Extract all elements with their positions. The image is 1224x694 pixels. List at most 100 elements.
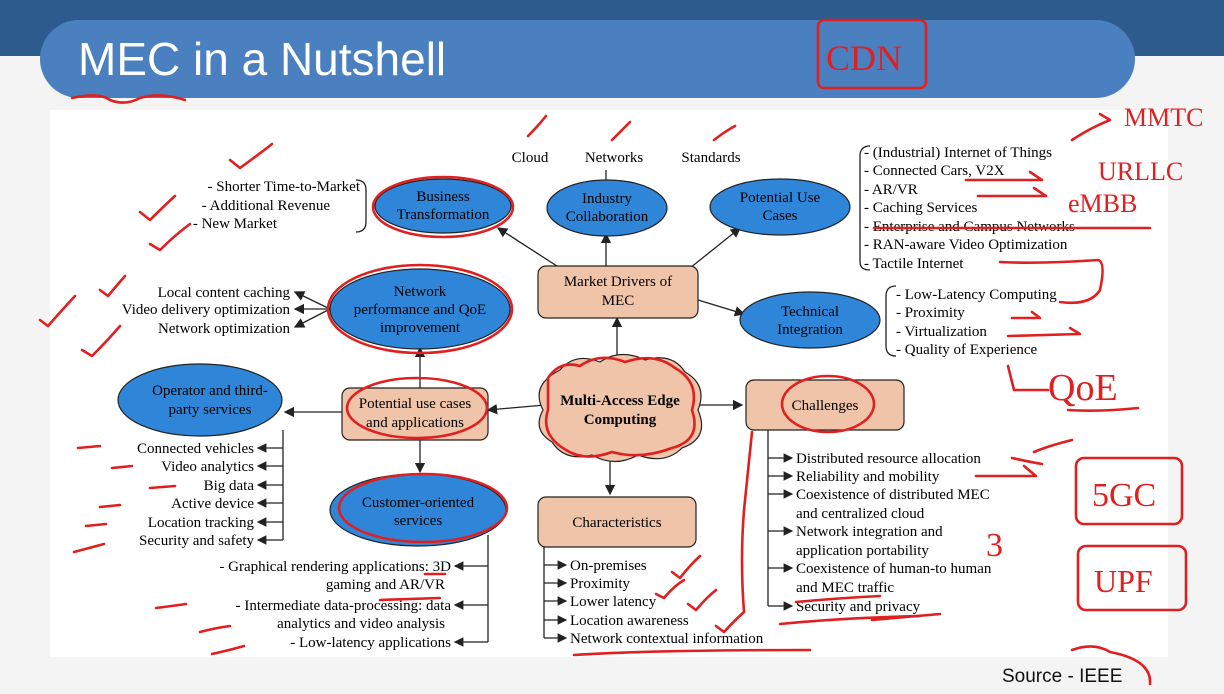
svg-text:Cases: Cases [763,208,798,224]
annotation-upf: UPF [1094,563,1153,599]
characteristics-items: On-premises Proximity Lower latency Loca… [570,558,764,647]
svg-text:MEC: MEC [602,293,635,309]
node-characteristics: Characteristics [537,496,697,548]
svg-text:Computing: Computing [584,412,657,428]
customer-item: - Intermediate data-processing: data [236,598,452,614]
characteristics-item: Location awareness [570,613,689,629]
node-customer-services: Customer-oriented services [329,473,507,547]
operator-items: Connected vehicles Video analytics Big d… [137,441,255,549]
challenge-item: Reliability and mobility [796,469,940,485]
svg-text:Characteristics: Characteristics [572,515,661,531]
svg-text:Transformation: Transformation [397,207,490,223]
svg-text:performance and QoE: performance and QoE [354,302,486,318]
svg-text:improvement: improvement [380,320,461,336]
svg-text:Network: Network [394,284,447,300]
tech-items: - Low-Latency Computing - Proximity - Vi… [896,287,1057,358]
collab-item: Networks [585,150,643,166]
node-mec-center: Multi-Access Edge Computing [538,353,703,463]
annotation-embb: eMBB [1068,189,1137,218]
challenge-item: Security and privacy [796,599,921,615]
business-item: - New Market [193,216,278,232]
challenge-items: Distributed resource allocation Reliabil… [796,451,992,615]
svg-text:Integration: Integration [777,322,843,338]
annotation-5gc: 5GC [1092,477,1156,514]
characteristics-item: Proximity [570,576,631,592]
use-case-item: - Caching Services [864,200,977,216]
svg-text:Business: Business [416,189,470,205]
business-item: - Shorter Time-to-Market [208,179,361,195]
tech-item: - Virtualization [896,324,987,340]
svg-text:Challenges: Challenges [792,398,859,414]
node-potential-use-cases: Potential Use Cases [709,178,851,236]
annotation-three: 3 [986,527,1003,564]
node-network-performance: Network performance and QoE improvement [329,268,511,350]
svg-text:Potential use cases: Potential use cases [359,396,472,412]
operator-item: Video analytics [161,459,254,475]
operator-item: Connected vehicles [137,441,254,457]
operator-item: Location tracking [148,515,255,531]
tech-item: - Proximity [896,305,965,321]
annotation-mmtc: MMTC [1124,103,1203,132]
customer-items: - Graphical rendering applications: 3D g… [219,559,451,651]
challenge-item: Coexistence of human-to human [796,561,992,577]
characteristics-item: Lower latency [570,594,657,610]
customer-item: - Graphical rendering applications: 3D [219,559,451,575]
use-case-item: - (Industrial) Internet of Things [864,145,1052,161]
svg-text:services: services [394,513,442,529]
red-annotations [38,18,1188,686]
challenge-item: and MEC traffic [796,580,894,596]
svg-text:Potential Use: Potential Use [740,190,821,206]
node-business-transformation: Business Transformation [374,178,512,234]
collab-item: Standards [681,150,740,166]
operator-arrows [256,443,283,545]
business-item: - Additional Revenue [202,198,331,214]
use-case-item: - AR/VR [864,182,918,198]
svg-text:Industry: Industry [582,191,632,207]
use-case-item: - Tactile Internet [864,256,964,272]
challenge-item: Coexistence of distributed MEC [796,487,990,503]
characteristics-item: On-premises [570,558,647,574]
network-items: Local content caching Video delivery opt… [122,285,291,337]
title-bar [40,20,1135,98]
use-case-item: - RAN-aware Video Optimization [864,237,1068,253]
node-technical-integration: Technical Integration [739,291,881,349]
customer-arrows [453,561,488,647]
svg-text:Operator and third-: Operator and third- [152,383,268,399]
customer-item: gaming and AR/VR [326,577,445,593]
operator-item: Security and safety [139,533,254,549]
operator-item: Big data [204,478,255,494]
svg-text:Customer-oriented: Customer-oriented [362,495,475,511]
tech-item: - Quality of Experience [896,342,1038,358]
challenge-arrows [768,453,794,611]
network-item: Video delivery optimization [122,302,291,318]
annotation-urllc: URLLC [1098,157,1183,186]
slide-title: MEC in a Nutshell [78,33,447,85]
node-market-drivers: Market Drivers of MEC [537,265,699,319]
operator-item: Active device [171,496,254,512]
challenge-item: Distributed resource allocation [796,451,981,467]
challenge-item: application portability [796,543,929,559]
node-challenges: Challenges [745,379,905,431]
node-industry-collaboration: Industry Collaboration [546,179,668,237]
svg-text:party services: party services [169,402,252,418]
business-items: - Shorter Time-to-Market - Additional Re… [193,179,361,232]
challenge-item: Network integration and [796,524,943,540]
challenge-item: and centralized cloud [796,506,925,522]
svg-text:Technical: Technical [781,304,839,320]
annotation-cdn: CDN [826,38,902,78]
network-item: Local content caching [158,285,291,301]
collaboration-items: Cloud Networks Standards [512,150,741,166]
characteristics-item: Network contextual information [570,631,764,647]
annotation-qoe: QoE [1048,367,1118,409]
network-item: Network optimization [158,321,291,337]
use-case-item: - Connected Cars, V2X [864,163,1005,179]
svg-text:Market Drivers of: Market Drivers of [564,274,672,290]
red-annotation-text: CDN MMTC URLLC eMBB QoE 5GC UPF 3 [826,38,1203,599]
customer-item: - Low-latency applications [290,635,451,651]
svg-text:Multi-Access Edge: Multi-Access Edge [560,393,680,409]
collab-item: Cloud [512,150,549,166]
use-case-items: - (Industrial) Internet of Things - Conn… [864,145,1075,272]
tech-item: - Low-Latency Computing [896,287,1057,303]
customer-item: analytics and video analysis [277,616,445,632]
